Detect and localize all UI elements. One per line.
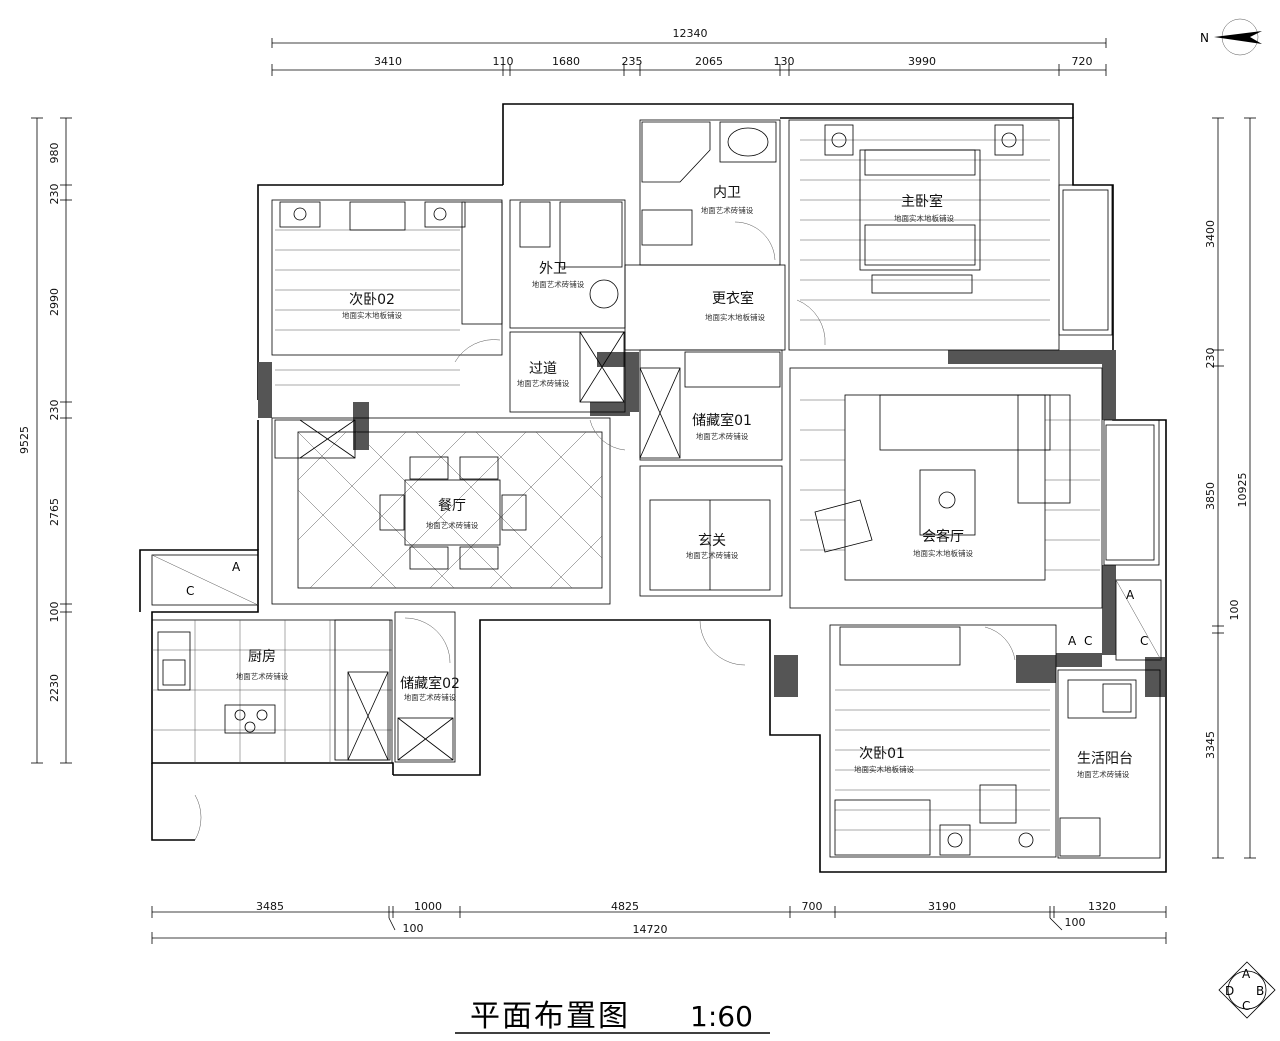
- top-dim-7: 3990: [908, 55, 936, 68]
- top-dim-6: 130: [774, 55, 795, 68]
- left-total-dim: 9525: [18, 426, 31, 454]
- doors: [194, 221, 1016, 841]
- outer-walls: [139, 103, 1167, 873]
- room-floor-corridor: 地面艺术砖铺设: [517, 378, 570, 388]
- room-name-living: 会客厅: [922, 528, 964, 545]
- top-dim-4: 235: [622, 55, 643, 68]
- index-mark-d: D: [1225, 984, 1234, 998]
- section-markers: A C A C A C: [151, 554, 1162, 661]
- room-name-storage-01: 储藏室01: [692, 412, 752, 429]
- section-mark-c-ac: C: [1084, 634, 1092, 648]
- north-arrow-icon: N: [1200, 18, 1262, 56]
- left-dim-1: 980: [48, 143, 61, 164]
- room-floor-storage-02: 地面艺术砖铺设: [404, 692, 457, 702]
- bottom-dim-2: 1000: [414, 900, 442, 913]
- room-floor-entry: 地面艺术砖铺设: [686, 550, 739, 560]
- section-mark-a-ac: A: [1068, 634, 1077, 648]
- top-dim-1: 3410: [374, 55, 402, 68]
- room-name-corridor: 过道: [529, 361, 557, 377]
- room-name-inner-bath: 内卫: [713, 185, 741, 201]
- room-floor-utility-balcony: 地面艺术砖铺设: [1077, 769, 1130, 779]
- section-mark-a-right: A: [1126, 588, 1135, 602]
- wall-columns: [258, 350, 1165, 697]
- left-dim-4: 230: [48, 400, 61, 421]
- right-dimensions: 3400 230 3850 100 3345 10925: [1204, 117, 1256, 859]
- room-floor-storage-01: 地面艺术砖铺设: [696, 431, 749, 441]
- furniture: [157, 121, 1155, 857]
- room-name-utility-balcony: 生活阳台: [1077, 751, 1133, 767]
- top-dim-5: 2065: [695, 55, 723, 68]
- room-name-bedroom-02: 次卧02: [349, 292, 395, 308]
- right-dim-5: 3345: [1204, 731, 1217, 759]
- master-bed: [859, 149, 981, 271]
- top-dimensions: 12340 3410 110 1680 235 2065 130 3990 72…: [271, 27, 1107, 76]
- left-dim-6: 100: [48, 602, 61, 623]
- top-dim-3: 1680: [552, 55, 580, 68]
- right-dim-1: 3400: [1204, 220, 1217, 248]
- left-dim-7: 2230: [48, 674, 61, 702]
- right-dim-3: 3850: [1204, 482, 1217, 510]
- bottom-dim-small-left: 100: [403, 922, 424, 935]
- room-name-kitchen: 厨房: [248, 649, 276, 665]
- bottom-dim-1: 3485: [256, 900, 284, 913]
- right-dim-2: 230: [1204, 348, 1217, 369]
- floor-hatching: [152, 139, 1100, 831]
- room-name-master-bedroom: 主卧室: [901, 193, 943, 210]
- top-dim-8: 720: [1072, 55, 1093, 68]
- room-floor-living: 地面实木地板铺设: [913, 548, 973, 558]
- bottom-dim-5: 3190: [928, 900, 956, 913]
- section-mark-a-kitchen: A: [232, 560, 241, 574]
- section-index-icon: A B C D: [1218, 961, 1276, 1019]
- index-mark-c: C: [1242, 999, 1250, 1013]
- room-floor-outer-bath: 地面艺术砖铺设: [532, 279, 585, 289]
- room-name-closet: 更衣室: [712, 290, 754, 307]
- bottom-total-dim: 14720: [633, 923, 668, 936]
- top-dim-2: 110: [493, 55, 514, 68]
- room-floor-bedroom-02: 地面实木地板铺设: [342, 310, 402, 320]
- right-dim-4: 100: [1228, 600, 1241, 621]
- bottom-dim-3: 4825: [611, 900, 639, 913]
- room-floor-inner-bath: 地面艺术砖铺设: [701, 205, 754, 215]
- room-labels: 主卧室 地面实木地板铺设 内卫 地面艺术砖铺设 外卫 地面艺术砖铺设 更衣室 地…: [236, 185, 1133, 779]
- bottom-dimensions: 3485 1000 4825 700 3190 1320 100 100 147…: [151, 900, 1167, 944]
- room-floor-dining: 地面艺术砖铺设: [426, 520, 479, 530]
- room-name-outer-bath: 外卫: [539, 261, 567, 277]
- index-mark-b: B: [1256, 984, 1264, 998]
- bottom-dim-6: 1320: [1088, 900, 1116, 913]
- section-mark-c-right: C: [1140, 634, 1148, 648]
- svg-text:N: N: [1200, 31, 1209, 45]
- room-name-bedroom-01: 次卧01: [859, 746, 905, 762]
- index-mark-a: A: [1242, 967, 1251, 981]
- room-floor-bedroom-01: 地面实木地板铺设: [854, 764, 914, 774]
- top-total-dim: 12340: [673, 27, 708, 40]
- bottom-dim-4: 700: [802, 900, 823, 913]
- left-dim-2: 230: [48, 184, 61, 205]
- left-dim-5: 2765: [48, 498, 61, 526]
- bottom-dim-small-right: 100: [1065, 916, 1086, 929]
- section-mark-c-kitchen: C: [186, 584, 194, 598]
- drawing-title-block: 平面布置图 1:60: [455, 999, 770, 1034]
- room-name-storage-02: 储藏室02: [400, 675, 460, 692]
- drawing-title: 平面布置图: [470, 999, 630, 1034]
- drawing-scale: 1:60: [690, 1000, 753, 1033]
- room-name-entry: 玄关: [698, 532, 726, 549]
- room-floor-master-bedroom: 地面实木地板铺设: [894, 213, 954, 223]
- left-dim-3: 2990: [48, 288, 61, 316]
- dining-table: [404, 479, 501, 546]
- left-dimensions: 9525 980 230 2990 230 2765 100 2230: [18, 117, 72, 764]
- room-name-dining: 餐厅: [438, 498, 466, 514]
- room-floor-kitchen: 地面艺术砖铺设: [236, 671, 289, 681]
- right-total-dim: 10925: [1236, 473, 1249, 508]
- room-floor-closet: 地面实木地板铺设: [705, 312, 765, 322]
- inner-walls: [151, 119, 1162, 859]
